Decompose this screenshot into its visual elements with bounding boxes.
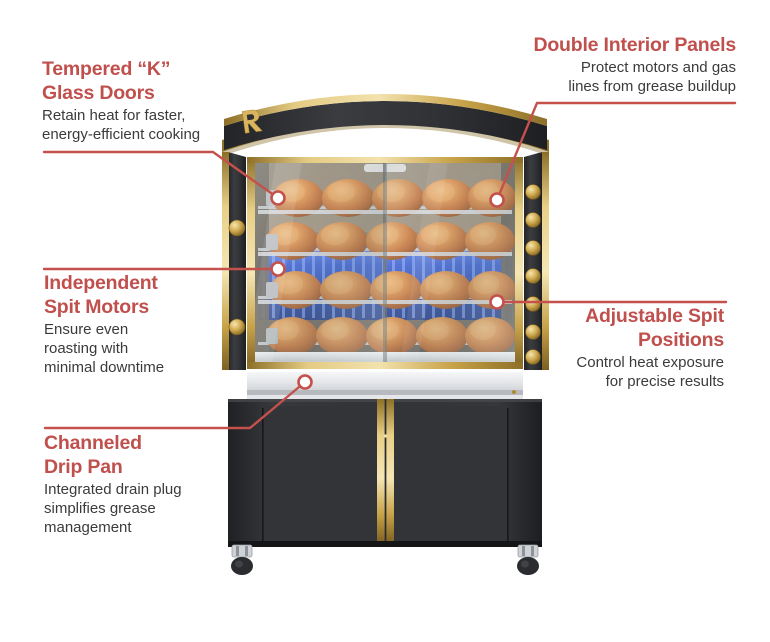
- cabinet-door-right: [394, 406, 507, 543]
- door-center-seam: [383, 160, 387, 365]
- brand-logo-icon: [241, 109, 263, 134]
- callout-heading-line2: Glass Doors: [42, 82, 155, 104]
- callout-double-interior-panels: Double Interior Panels Protect motors an…: [470, 34, 736, 96]
- callout-heading-line2: Drip Pan: [44, 456, 123, 478]
- tempered-glass-doors[interactable]: [246, 159, 518, 366]
- cabinet-lock-icon: [383, 434, 388, 438]
- caster-right: [517, 544, 539, 575]
- cabinet-left-seam: [262, 408, 264, 541]
- callout-tempered-glass-doors: Tempered “K” Glass Doors Retain heat for…: [42, 58, 272, 144]
- right-medallion-5: [525, 296, 541, 312]
- right-medallion-1: [525, 184, 541, 200]
- cabinet-right-seam: [507, 408, 509, 541]
- callout-body-line3: minimal downtime: [44, 359, 165, 376]
- callout-heading-line2: Spit Motors: [44, 296, 150, 318]
- lower-cabinet: [228, 399, 542, 547]
- cabinet-door-left: [264, 406, 377, 543]
- callout-body-line1: Retain heat for faster,: [42, 107, 186, 124]
- callout-body-line1: Integrated drain plug: [44, 481, 182, 498]
- callout-heading-line1: Channeled: [44, 432, 142, 454]
- left-medallion-1: [228, 219, 246, 237]
- cabinet-handle-right: [386, 399, 394, 543]
- callout-heading-line1: Independent: [44, 272, 158, 294]
- right-side-pillar: [524, 152, 549, 370]
- callout-body-line3: management: [44, 519, 132, 536]
- callout-body-line2: roasting with: [44, 340, 129, 357]
- callout-heading-line1: Double Interior Panels: [533, 34, 736, 56]
- callout-heading-line1: Adjustable Spit: [585, 305, 724, 327]
- right-medallion-3: [525, 240, 541, 256]
- callout-adjustable-spit-positions: Adjustable Spit Positions Control heat e…: [512, 305, 724, 391]
- callout-body-line2: energy-efficient cooking: [42, 126, 201, 143]
- right-pillar-gold-edge: [542, 152, 549, 370]
- crown-black-face: [224, 101, 547, 150]
- callout-channeled-drip-pan: Channeled Drip Pan Integrated drain plug…: [44, 432, 264, 537]
- channeled-drip-pan[interactable]: [247, 369, 523, 399]
- callout-body-line1: Control heat exposure: [576, 354, 724, 371]
- callout-body-line2: simplifies grease: [44, 500, 156, 517]
- right-medallion-6: [525, 324, 541, 340]
- door-gold-frames: [247, 157, 523, 369]
- right-medallion-7: [525, 349, 541, 365]
- cabinet-handle-left: [377, 399, 385, 543]
- crown-upper-gold-rim: [224, 94, 547, 126]
- caster-left: [231, 544, 253, 575]
- callout-independent-spit-motors: Independent Spit Motors Ensure even roas…: [44, 272, 259, 377]
- oven-crown-header: [222, 94, 549, 156]
- callout-heading-line2: Positions: [638, 329, 724, 351]
- callout-heading-line1: Tempered “K”: [42, 58, 171, 80]
- drip-pan-lip: [247, 390, 523, 395]
- right-medallion-4: [525, 268, 541, 284]
- callout-body-line2: for precise results: [605, 373, 724, 390]
- callout-body-line1: Protect motors and gas: [580, 59, 736, 76]
- left-side-pillar: [222, 152, 246, 370]
- callout-body-line1: Ensure even: [44, 321, 129, 338]
- callout-body-line2: lines from grease buildup: [568, 78, 736, 95]
- drain-plug-icon: [512, 390, 516, 394]
- left-pillar-gold-edge: [222, 152, 229, 370]
- right-medallion-2: [525, 212, 541, 228]
- caster-group: [231, 544, 539, 575]
- left-medallion-2: [228, 318, 246, 336]
